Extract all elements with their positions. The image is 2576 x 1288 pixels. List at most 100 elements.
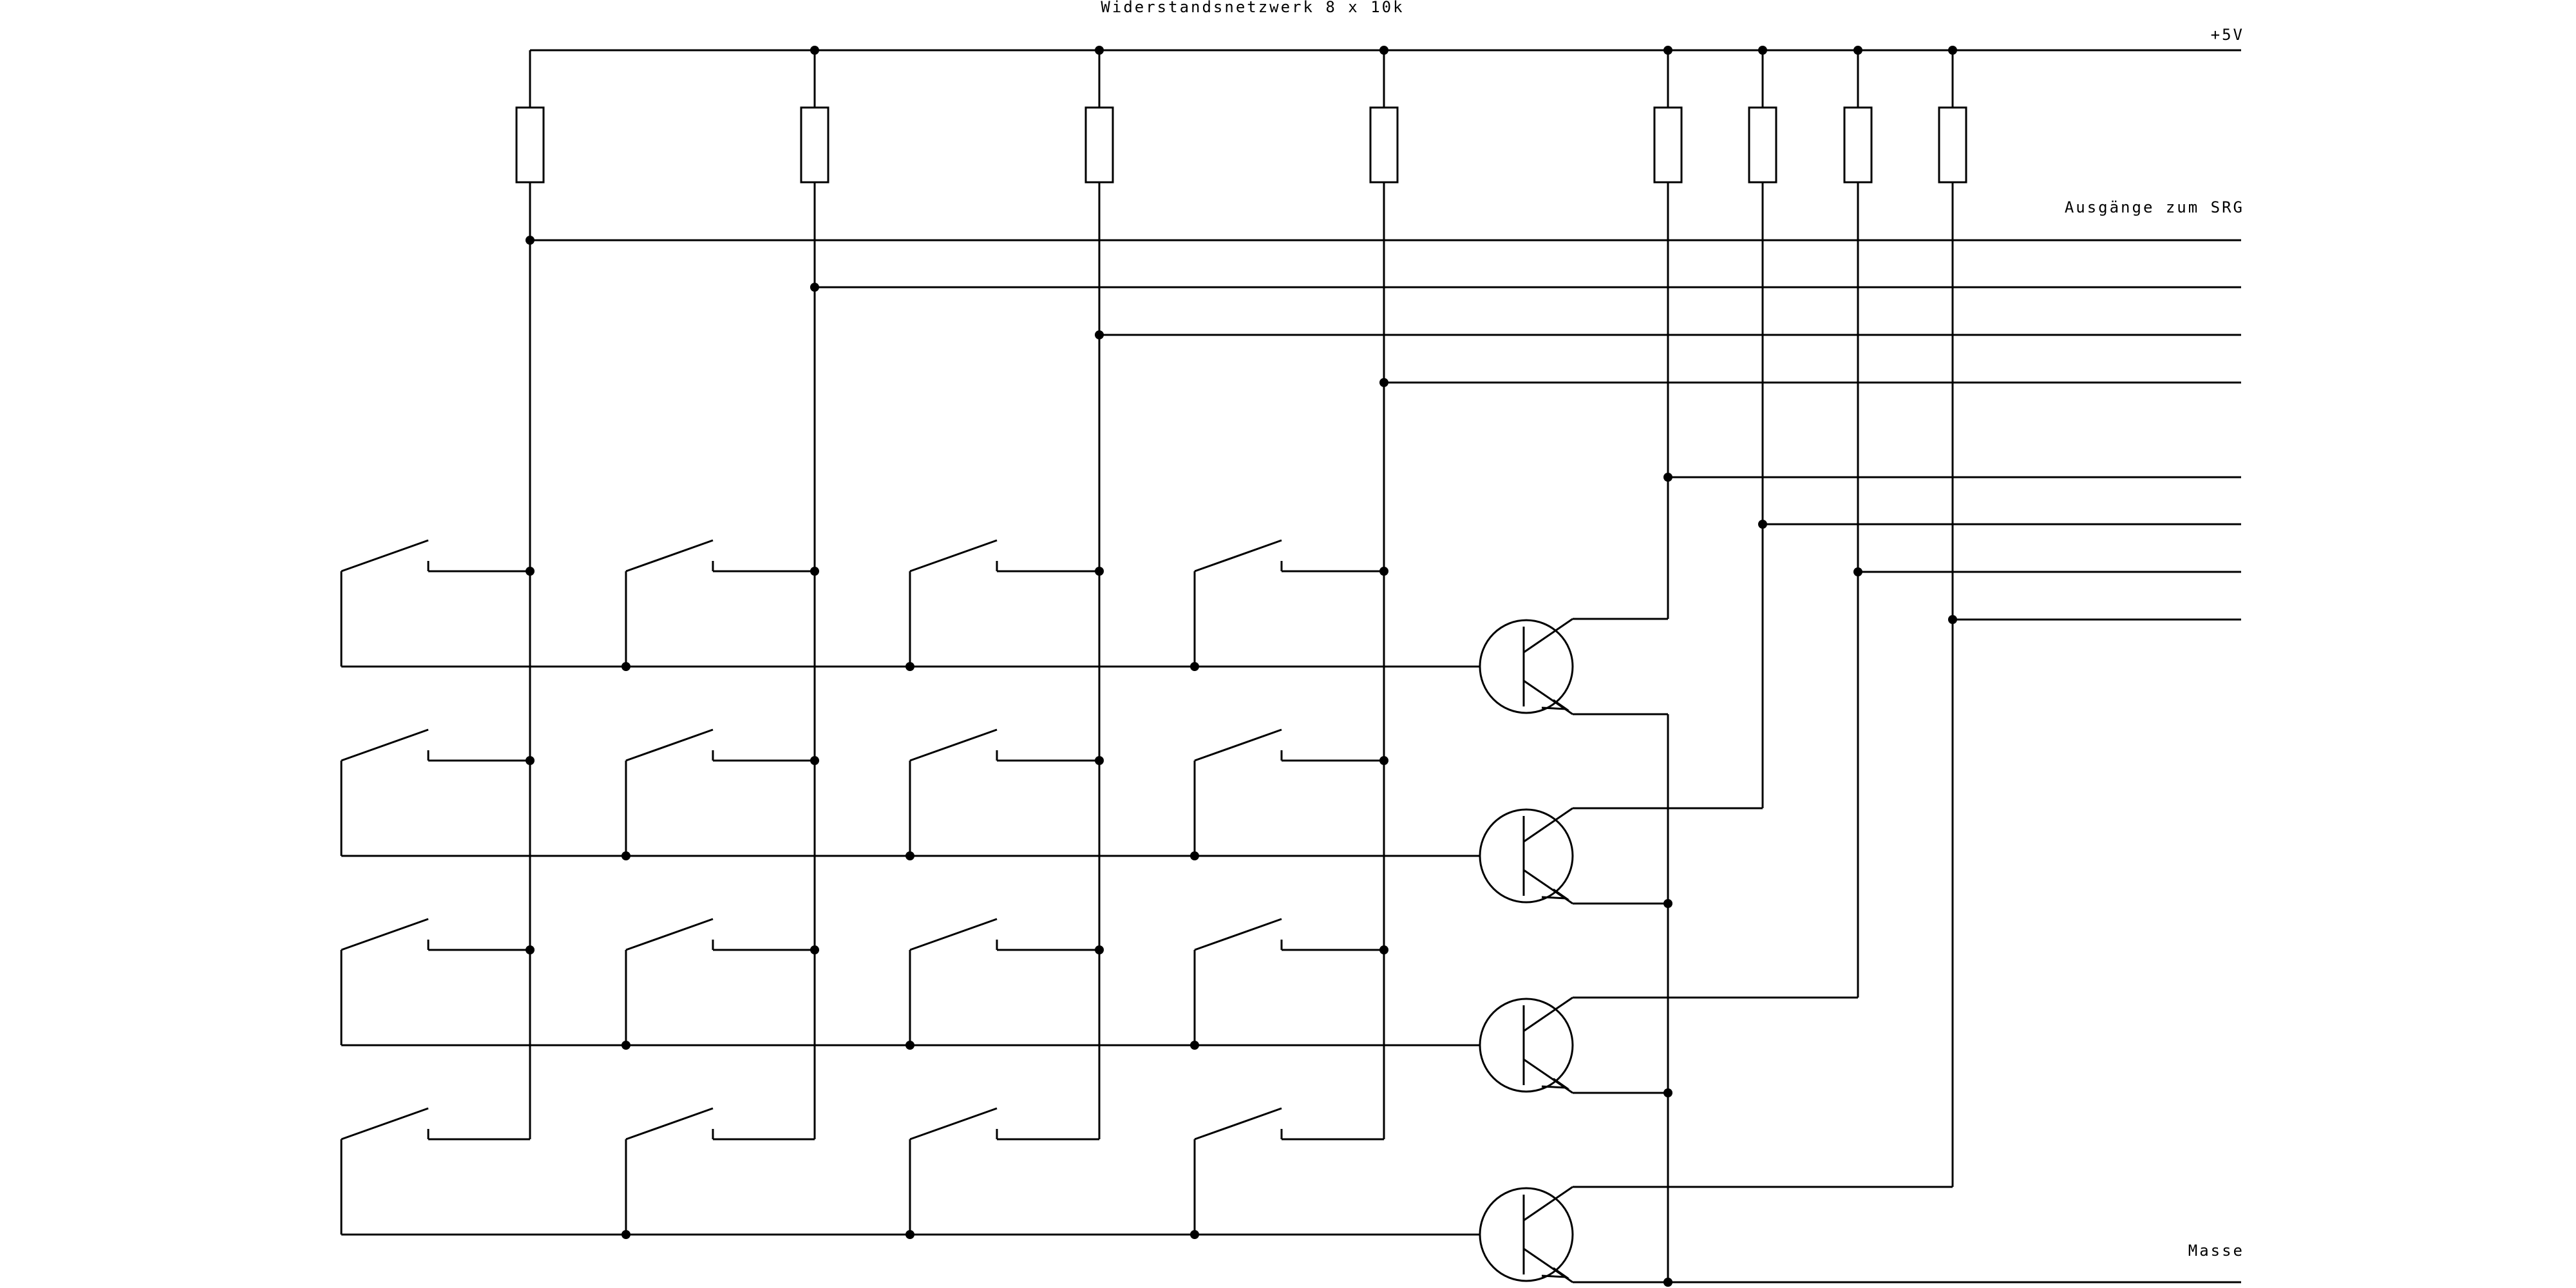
junction-dot (1379, 756, 1388, 765)
switch (625, 1107, 815, 1235)
npn-transistor (1479, 618, 1574, 715)
switch-arm (625, 918, 714, 951)
junction-dot (526, 567, 535, 576)
junction-dot (1190, 1230, 1199, 1239)
junction-dot (905, 1230, 914, 1239)
switch-arm (341, 918, 429, 951)
switch-arm (341, 728, 429, 762)
junction-dot (526, 236, 535, 245)
transistor-collector (1523, 807, 1573, 843)
junction-dot (1095, 46, 1104, 55)
outputs-label: Ausgänge zum SRG (2065, 198, 2244, 216)
resistor (1938, 106, 1967, 184)
junction-dot (1190, 662, 1199, 671)
switch (340, 918, 530, 1045)
junction-dot (1095, 330, 1104, 339)
switch-arm (1194, 918, 1282, 951)
junction-dot (1663, 1088, 1672, 1097)
switch-matrix (340, 539, 1384, 1235)
switch-arm (625, 728, 714, 762)
resistor-network-label: Widerstandsnetzwerk 8 x 10k (1101, 0, 1404, 16)
resistor (800, 106, 829, 184)
junction-dot (810, 567, 819, 576)
junction-dot (1758, 46, 1767, 55)
switch (340, 539, 530, 667)
switch-arm (341, 539, 429, 573)
switch (1193, 539, 1384, 667)
junction-dot (905, 851, 914, 860)
junction-dot (1853, 46, 1862, 55)
resistor-network (515, 106, 1967, 184)
junction-dot (1758, 520, 1767, 529)
switch-arm (1194, 728, 1282, 762)
switch-arm (909, 539, 998, 573)
junction-dot (1663, 473, 1672, 482)
junction-dot (1095, 567, 1104, 576)
switch (909, 918, 1099, 1045)
junction-dot (810, 46, 819, 55)
switch-arm (625, 539, 714, 573)
junction-dots (526, 46, 1957, 1287)
junction-dot (1095, 756, 1104, 765)
junction-dot (905, 662, 914, 671)
switch-arm (909, 1107, 998, 1141)
switch (909, 1107, 1099, 1235)
emitter-arrow-icon (1541, 1267, 1570, 1278)
supply-label: +5V (2211, 26, 2244, 44)
junction-dot (621, 851, 630, 860)
wires (341, 49, 2241, 1283)
junction-dot (1663, 899, 1672, 908)
junction-dot (1095, 945, 1104, 954)
switch (1193, 728, 1384, 856)
switch (625, 918, 815, 1045)
resistor (1653, 106, 1683, 184)
transistor-collector (1523, 618, 1573, 654)
transistor-body (1479, 998, 1574, 1093)
transistor-body (1479, 619, 1574, 714)
junction-dot (810, 945, 819, 954)
switch-arm (1194, 539, 1282, 573)
ground-label: Masse (2188, 1242, 2244, 1260)
switch (625, 539, 815, 667)
switch (340, 728, 530, 856)
junction-dot (810, 283, 819, 292)
npn-transistor (1479, 807, 1574, 905)
switch (909, 539, 1099, 667)
switch-arm (909, 918, 998, 951)
npn-transistor (1479, 996, 1574, 1094)
transistor-body (1479, 1187, 1574, 1282)
junction-dot (526, 756, 535, 765)
junction-dot (1379, 378, 1388, 387)
resistor (515, 106, 545, 184)
resistor (1369, 106, 1399, 184)
junction-dot (1853, 567, 1862, 576)
junction-dot (1379, 945, 1388, 954)
junction-dot (1379, 46, 1388, 55)
switch-arm (625, 1107, 714, 1141)
switch-arm (1194, 1107, 1282, 1141)
switch (625, 728, 815, 856)
junction-dot (1948, 46, 1957, 55)
emitter-arrow-icon (1541, 699, 1570, 710)
junction-dot (1190, 1041, 1199, 1050)
transistor-body (1479, 808, 1574, 904)
junction-dot (1663, 46, 1672, 55)
junction-dot (621, 662, 630, 671)
switch-arm (341, 1107, 429, 1141)
npn-transistor (1479, 1186, 1574, 1283)
emitter-arrow-icon (1541, 888, 1570, 900)
switch-arm (909, 728, 998, 762)
junction-dot (1948, 615, 1957, 624)
junction-dot (810, 756, 819, 765)
switch (340, 1107, 530, 1235)
switch (1193, 918, 1384, 1045)
resistor (1084, 106, 1114, 184)
resistor (1843, 106, 1873, 184)
junction-dot (1663, 1278, 1672, 1287)
switch (909, 728, 1099, 856)
transistor-drivers (1479, 618, 1574, 1283)
transistor-collector (1523, 1186, 1573, 1222)
junction-dot (621, 1041, 630, 1050)
emitter-arrow-icon (1541, 1077, 1570, 1089)
